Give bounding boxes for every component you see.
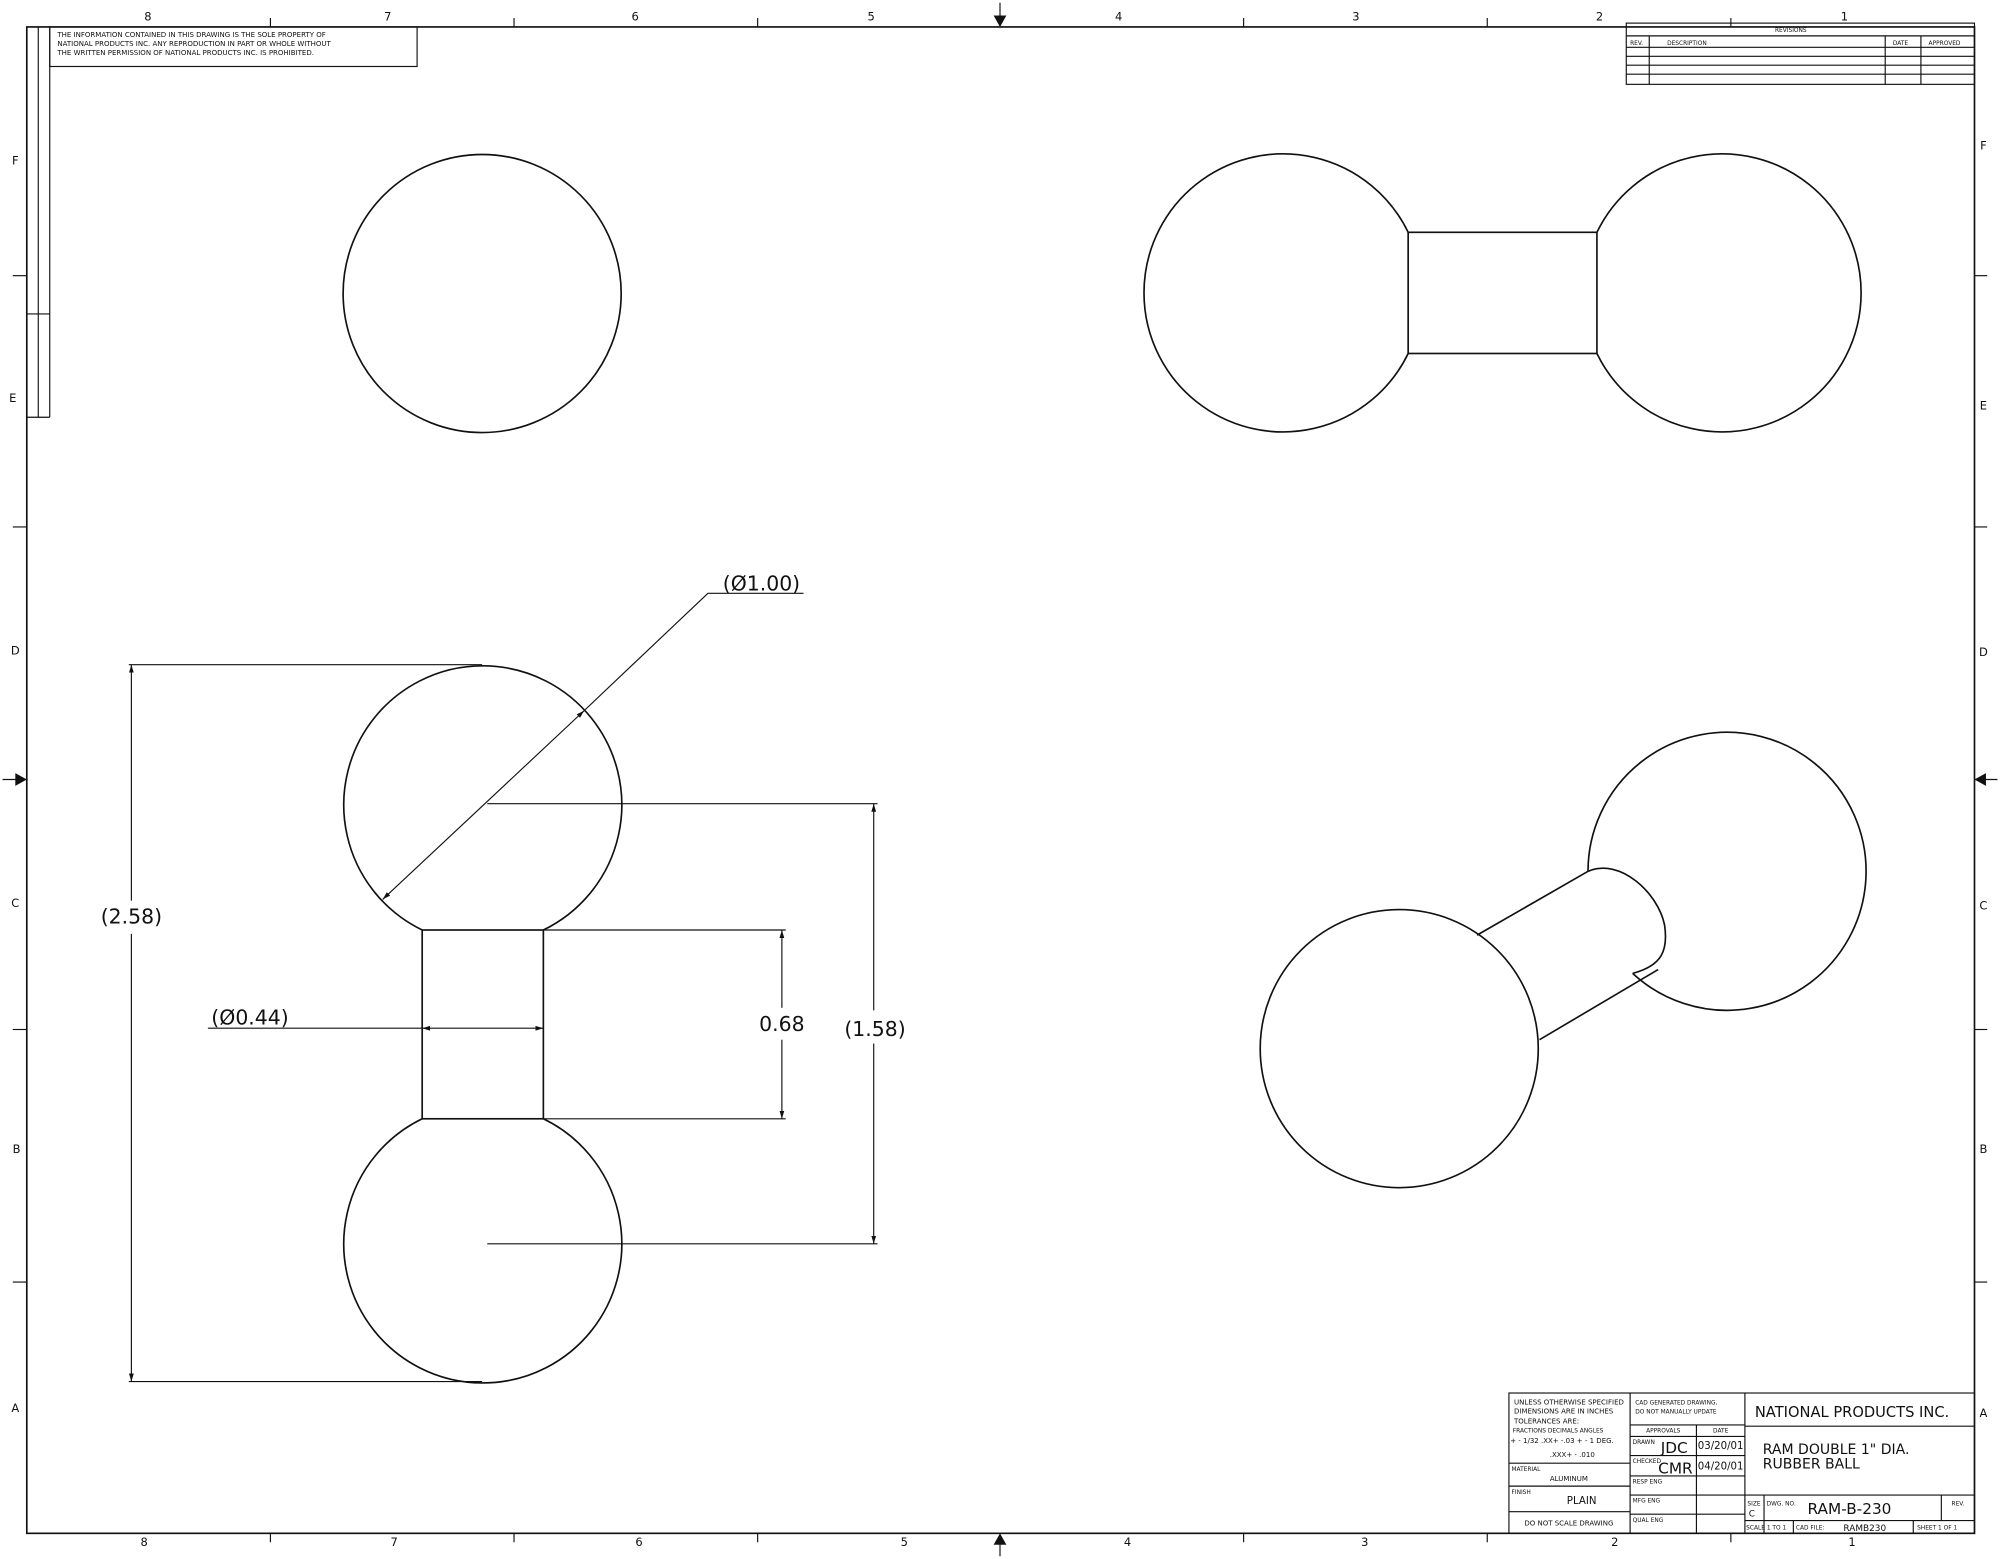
drawing-text: REV. — [1630, 41, 1643, 47]
row-label: B — [13, 1142, 21, 1156]
row-label: D — [1979, 645, 1988, 659]
drawing-text: TOLERANCES ARE: — [1513, 1417, 1579, 1426]
side-view — [1143, 153, 1862, 433]
column-label: 5 — [868, 10, 875, 24]
drawing-text: .XXX+ - .010 — [1550, 1450, 1595, 1459]
neck-diameter-dimension: (Ø0.44) — [211, 1005, 288, 1029]
drawing-text: CHECKED — [1633, 1459, 1662, 1465]
drawing-text: DO NOT SCALE DRAWING — [1524, 1519, 1613, 1528]
row-label: B — [1979, 1142, 1987, 1156]
drawing-text: MATERIAL — [1511, 1467, 1541, 1473]
row-label: F — [1980, 138, 1987, 152]
column-label: 6 — [632, 10, 639, 24]
row-label: A — [11, 1401, 19, 1415]
checked-by: CMR — [1658, 1459, 1693, 1477]
column-label: 1 — [1841, 10, 1848, 24]
finish-value: PLAIN — [1567, 1496, 1597, 1507]
checked-date: 04/20/01 — [1698, 1462, 1744, 1473]
row-label: E — [1980, 399, 1987, 413]
column-label: 8 — [140, 1535, 147, 1549]
center-distance-dimension: (1.58) — [844, 1017, 905, 1041]
drawing-text: CAD FILE: — [1796, 1525, 1825, 1531]
drawing-text: DATE — [1713, 1429, 1729, 1435]
row-label: C — [1979, 899, 1987, 913]
cad-file: RAMB230 — [1843, 1524, 1886, 1534]
property-notice: THE INFORMATION CONTAINED IN THIS DRAWIN… — [49, 26, 418, 68]
isometric-view — [1259, 731, 1867, 1189]
drawing-text: DATE — [1893, 41, 1909, 47]
drawing-text: MFG ENG — [1633, 1499, 1661, 1505]
company-name: NATIONAL PRODUCTS INC. — [1755, 1404, 1949, 1421]
drawing-text: APPROVALS — [1646, 1429, 1681, 1435]
row-label: D — [11, 644, 20, 658]
drawing-number: RAM-B-230 — [1808, 1500, 1892, 1518]
column-label: 1 — [1848, 1535, 1855, 1549]
column-label: 4 — [1124, 1535, 1131, 1549]
drawing-text: APPROVED — [1929, 41, 1961, 47]
drawn-by: JDC — [1660, 1439, 1688, 1457]
drawing-text: RESP ENG — [1633, 1480, 1663, 1486]
drawing-text: QUAL ENG — [1633, 1518, 1664, 1524]
drawing-text: C — [1749, 1510, 1755, 1520]
neck-length-dimension: 0.68 — [759, 1012, 804, 1036]
column-label: 8 — [144, 10, 151, 24]
drawing-text: DRAWN — [1633, 1440, 1655, 1446]
row-label: F — [12, 154, 19, 168]
drawing-text: UNLESS OTHERWISE SPECIFIED — [1514, 1398, 1624, 1407]
column-label: 2 — [1611, 1535, 1618, 1549]
left-strip — [26, 26, 51, 418]
column-label: 4 — [1115, 10, 1122, 24]
drawing-text: DWG. NO. — [1767, 1501, 1796, 1507]
dimensions: (Ø1.00) (2.58) (Ø0.44) 0.68 (1.58) — [101, 572, 906, 1383]
drawing-text: REV. — [1952, 1501, 1965, 1507]
drawing-text: DIMENSIONS ARE IN INCHES — [1514, 1406, 1614, 1415]
drawing-text: FINISH — [1511, 1490, 1530, 1496]
drawing-text: DO NOT MANUALLY UPDATE — [1635, 1409, 1717, 1415]
row-label: C — [11, 896, 19, 910]
drawing-title: RUBBER BALL — [1763, 1456, 1860, 1472]
column-label: 3 — [1361, 1535, 1368, 1549]
top-view-ball — [342, 153, 623, 434]
drawing-text: SCALE 1 TO 1 — [1746, 1525, 1786, 1531]
drawing-text: NATIONAL PRODUCTS INC. ANY REPRODUCTION … — [57, 39, 331, 48]
title-block: UNLESS OTHERWISE SPECIFIED DIMENSIONS AR… — [1508, 1392, 1976, 1534]
drawing-text: CAD GENERATED DRAWING, — [1635, 1400, 1717, 1406]
column-label: 5 — [901, 1535, 908, 1549]
drawing-text: THE WRITTEN PERMISSION OF NATIONAL PRODU… — [56, 48, 314, 57]
drawing-text: THE INFORMATION CONTAINED IN THIS DRAWIN… — [56, 30, 325, 39]
drawing-text: SIZE — [1747, 1501, 1760, 1507]
material-value: ALUMINUM — [1550, 1474, 1588, 1483]
row-label: A — [1979, 1406, 1987, 1420]
column-label: 7 — [390, 1535, 397, 1549]
row-label: E — [9, 391, 16, 405]
revisions-table: REVISIONS REV. DESCRIPTION DATE APPROVED — [1625, 22, 1976, 85]
drawing-text: + - 1/32 .XX+ -.03 + - 1 DEG. — [1510, 1436, 1614, 1445]
drawing-text: DESCRIPTION — [1667, 41, 1707, 47]
drawing-text: REVISIONS — [1775, 28, 1807, 34]
front-view — [342, 665, 623, 1384]
ball-diameter-dimension: (Ø1.00) — [723, 572, 800, 596]
drawing-text: FRACTIONS DECIMALS ANGLES — [1513, 1429, 1604, 1435]
overall-height-dimension: (2.58) — [101, 905, 162, 929]
drawn-date: 03/20/01 — [1698, 1441, 1744, 1452]
column-label: 3 — [1352, 10, 1359, 24]
column-label: 6 — [635, 1535, 642, 1549]
column-label: 7 — [384, 10, 391, 24]
column-label: 2 — [1596, 10, 1603, 24]
drawing-text: SHEET 1 OF 1 — [1917, 1525, 1957, 1531]
drawing-title: RAM DOUBLE 1" DIA. — [1763, 1442, 1910, 1458]
